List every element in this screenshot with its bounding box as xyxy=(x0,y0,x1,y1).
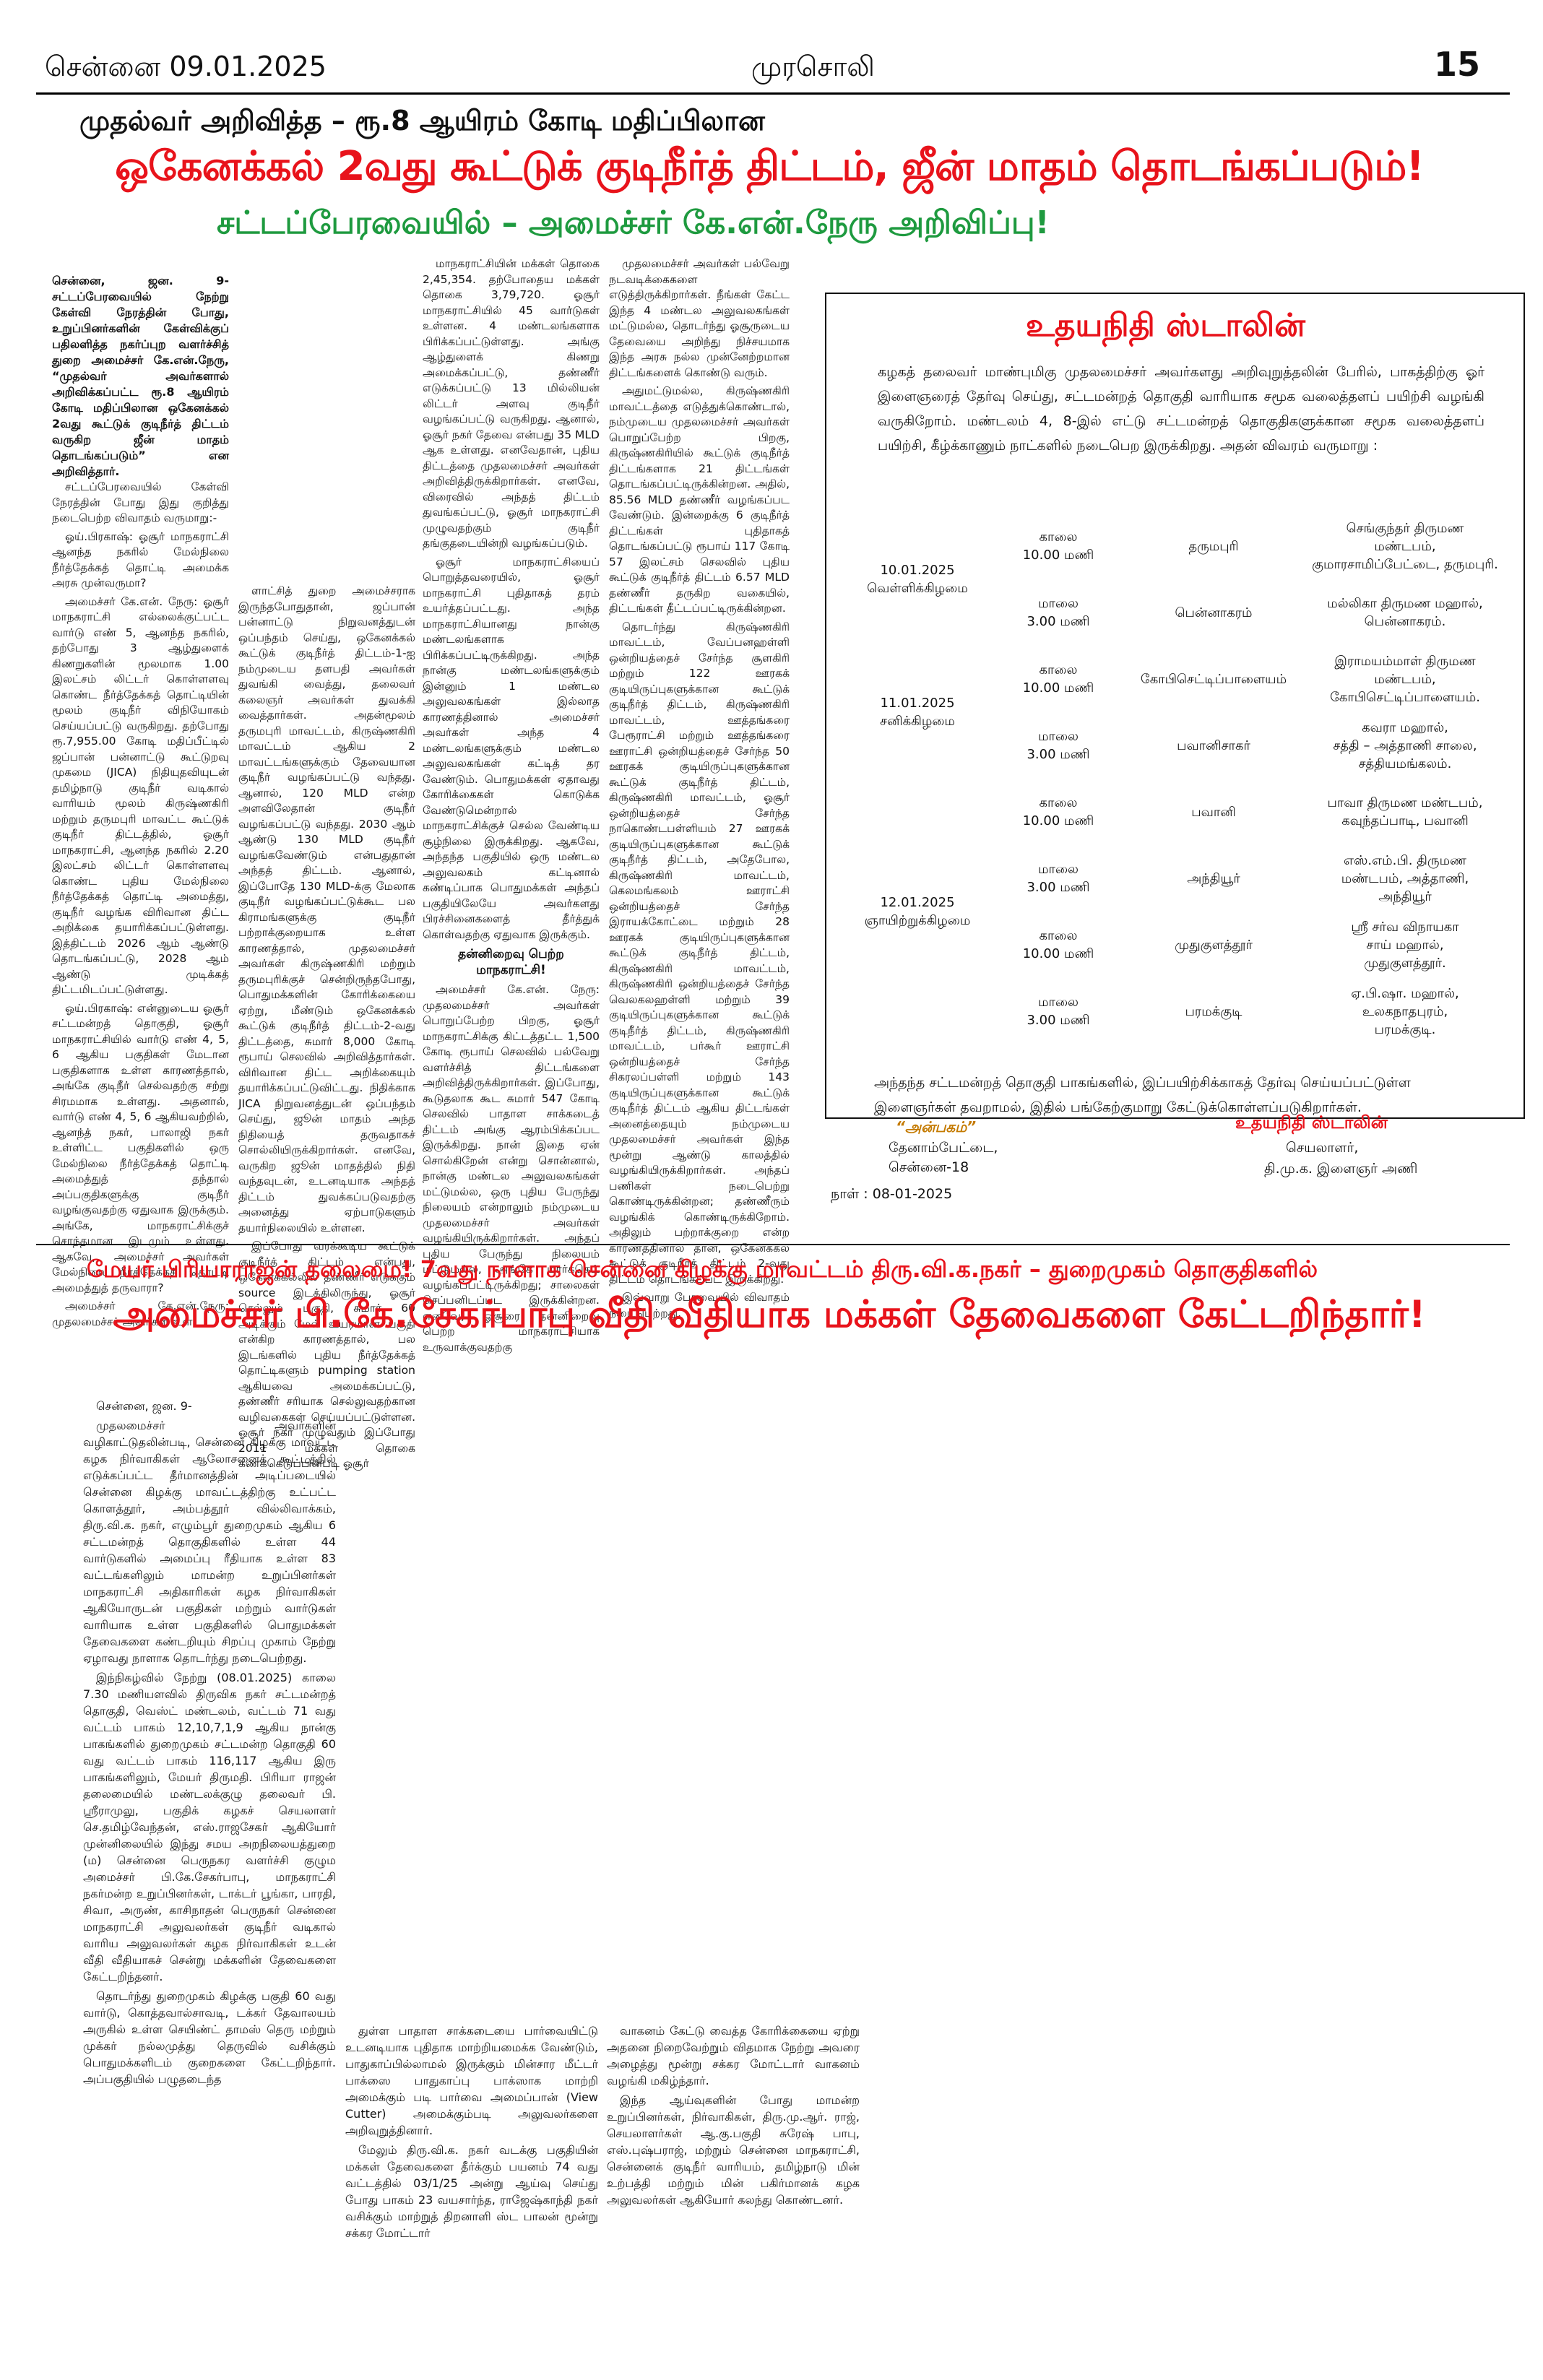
story1-subhead: சட்டப்பேரவையில் – அமைச்சர் கே.என்.நேரு அ… xyxy=(217,204,1050,241)
paragraph: அமைச்சர் கே.என். நேரு: ஓசூர் மாநகராட்சி … xyxy=(52,594,229,997)
story1-column-1: சென்னை, ஜன. 9- சட்டப்பேரவையில் நேற்று கே… xyxy=(52,273,229,1333)
schedule-date: 12.01.2025 xyxy=(880,895,955,910)
paragraph: இந்த ஆய்வுகளின் போது மாமன்ற உறுப்பினர்கள… xyxy=(607,2093,860,2207)
header-masthead: முரசொலி xyxy=(751,51,875,82)
paragraph: வாகனம் கேட்டு வைத்த கோரிக்கையை ஏற்று அதன… xyxy=(607,2024,860,2087)
schedule-date-cell: 11.01.2025 சனிக்கிழமை xyxy=(842,646,993,779)
schedule-constituency: கோபிசெட்டிப்பாளையம் xyxy=(1140,671,1287,687)
schedule-constituency: தருமபுரி xyxy=(1188,538,1239,554)
schedule-day: ஞாயிற்றுக்கிழமை xyxy=(864,913,971,928)
story1-column-4: முதலமைச்சர் அவர்கள் பல்வேறு நடவடிக்கைகளை… xyxy=(609,256,790,1324)
paragraph: மாநகராட்சியின் மக்கள் தொகை 2,45,354. தற்… xyxy=(423,257,600,550)
header-rule xyxy=(36,92,1510,95)
schedule-time: மாலை3.00 மணி xyxy=(1026,862,1090,895)
paragraph: இந்நிகழ்வில் நேற்று (08.01.2025) காலை 7.… xyxy=(83,1671,336,1983)
schedule-time: காலை10.00 மணி xyxy=(1022,662,1094,696)
schedule-constituency: பவானிசாகர் xyxy=(1177,737,1250,753)
story1-kicker: முதல்வர் அறிவித்த – ரூ.8 ஆயிரம் கோடி மதி… xyxy=(79,105,765,137)
schedule-time: காலை10.00 மணி xyxy=(1022,795,1094,828)
paragraph: முதலமைச்சர் அவர்கள் பல்வேறு நடவடிக்கைகளை… xyxy=(609,257,790,379)
paragraph: ளாட்சித் துறை அமைச்சராக இருந்தபோதுதான், … xyxy=(238,584,415,1234)
section-rule xyxy=(36,1244,1510,1245)
schedule-constituency: பவானி xyxy=(1191,804,1236,820)
signatory-name: உதயநிதி ஸ்டாலின் xyxy=(1235,1112,1388,1133)
paragraph: அதுமட்டுமல்ல, கிருஷ்ணகிரி மாவட்டத்தை எடு… xyxy=(609,384,790,615)
paragraph: முதலமைச்சர் அவர்களின் வழிகாட்டுதலின்படி,… xyxy=(83,1419,336,1665)
paragraph: இப்போது வரக்கூடிய கூட்டுக் குடிநீர்த் தி… xyxy=(238,1239,415,1470)
schedule-day: வெள்ளிக்கிழமை xyxy=(867,581,968,596)
schedule-constituency: பென்னாகரம் xyxy=(1175,605,1253,620)
sender-address-1: தேனாம்பேட்டை, xyxy=(889,1140,998,1156)
announcement-title: உதயநிதி ஸ்டாலின் xyxy=(1026,307,1305,344)
signatory-title-2: தி.மு.க. இளைஞர் அணி xyxy=(1264,1161,1418,1177)
announcement-footer: அந்தந்த சட்டமன்றத் தொகுதி பாகங்களில், இப… xyxy=(874,1075,1411,1115)
schedule-time: மாலை3.00 மணி xyxy=(1026,995,1090,1028)
sender-address-2: சென்னை-18 xyxy=(889,1159,969,1175)
story2-column-1: சென்னை, ஜன. 9- முதலமைச்சர் அவர்களின் வழி… xyxy=(83,1398,336,2090)
schedule-venue: ஏ.பி.ஷா. மஹால்,உலகநாதபுரம்,பரமக்குடி. xyxy=(1351,985,1459,1037)
story1-lead: சென்னை, ஜன. 9- சட்டப்பேரவையில் நேற்று கே… xyxy=(52,274,229,478)
story2-kicker: மேயர் பிரியாராஜன் தலைமை! 7வது நாளாக சென்… xyxy=(87,1255,1318,1283)
story1-column-2: ளாட்சித் துறை அமைச்சராக இருந்தபோதுதான், … xyxy=(238,584,415,1475)
paragraph: ஓய்.பிரகாஷ்: ஓசூர் மாநகராட்சி ஆனந்த நகரி… xyxy=(52,529,229,590)
story2-column-3: வாகனம் கேட்டு வைத்த கோரிக்கையை ஏற்று அதன… xyxy=(607,2022,860,2211)
schedule-date: 11.01.2025 xyxy=(880,696,955,711)
schedule-venue: மல்லிகா திருமண மஹால்,பென்னாகரம். xyxy=(1327,596,1483,629)
schedule-time: மாலை3.00 மணி xyxy=(1026,596,1090,629)
header-date: சென்னை 09.01.2025 xyxy=(45,51,327,82)
announcement-box xyxy=(825,293,1525,1119)
paragraph: இவ்வாறு பேரவையில் விவாதம் நடைபெற்றது. xyxy=(609,1291,790,1320)
schedule-table: 10.01.2025 வெள்ளிக்கிழமை காலை10.00 மணி த… xyxy=(842,513,1506,1044)
paragraph: ஓசூர் மாநகராட்சியைப் பொறுத்தவரையில், ஓசூ… xyxy=(423,555,600,941)
schedule-time: காலை10.00 மணி xyxy=(1022,529,1094,563)
schedule-time: காலை10.00 மணி xyxy=(1022,928,1094,961)
schedule-constituency: பரமக்குடி xyxy=(1185,1003,1242,1019)
paragraph: அமைச்சர் கே.என். நேரு: முதலமைச்சர் அவர்க… xyxy=(423,983,600,1354)
schedule-constituency: அந்தியூர் xyxy=(1187,870,1240,886)
paragraph: சென்னை, ஜன. 9- xyxy=(96,1399,192,1413)
story1-column-3: மாநகராட்சியின் மக்கள் தொகை 2,45,354. தற்… xyxy=(423,256,600,1358)
announcement-intro: கழகத் தலைவர் மாண்புமிகு முதலமைச்சர் அவர்… xyxy=(878,364,1484,454)
story2-headline: அமைச்சர் பி.கே.சேகர்பாபு வீதி வீதியாக மக… xyxy=(113,1293,1426,1336)
schedule-venue: பாவா திருமண மண்டபம்,கவுந்தப்பாடி, பவானி xyxy=(1327,795,1483,828)
schedule-date-cell: 12.01.2025 ஞாயிற்றுக்கிழமை xyxy=(842,779,993,1044)
schedule-constituency: முதுகுளத்தூர் xyxy=(1175,937,1253,953)
page-number: 15 xyxy=(1434,45,1481,84)
paragraph: துள்ள பாதாள சாக்கடையை பார்வையிட்டு உடனடி… xyxy=(345,2024,598,2137)
story1-headline: ஒகேனக்கல் 2வது கூட்டுக் குடிநீர்த் திட்ட… xyxy=(115,143,1425,190)
signatory-title-1: செயலாளர், xyxy=(1286,1140,1359,1156)
schedule-venue: கவரா மஹால்,சத்தி – அத்தாணி சாலை,சத்தியமங… xyxy=(1333,719,1477,771)
announcement-date: நாள் : 08-01-2025 xyxy=(831,1186,953,1202)
paragraph: அமைச்சர் கே.என்.நேரு: முதலமைச்சர் அவர்கள… xyxy=(52,1299,229,1328)
sender-label: “அன்பகம்” xyxy=(896,1118,977,1135)
schedule-day: சனிக்கிழமை xyxy=(880,714,955,729)
schedule-date: 10.01.2025 xyxy=(880,563,955,578)
story1-crosshead: தன்னிறைவு பெற்ற மாநகராட்சி! xyxy=(458,947,564,977)
paragraph: ஓய்.பிரகாஷ்: என்னுடைய ஓசூர் சட்டமன்றத் த… xyxy=(52,1001,229,1294)
schedule-venue: ஸ்ரீ சர்வ விநாயகாசாய் மஹால்,முதுகுளத்தூர… xyxy=(1351,919,1459,971)
story2-column-2: துள்ள பாதாள சாக்கடையை பார்வையிட்டு உடனடி… xyxy=(345,2022,598,2244)
paragraph: தொடர்ந்து கிருஷ்ணகிரி மாவட்டம், வேப்பனஹள… xyxy=(609,620,790,1286)
schedule-date-cell: 10.01.2025 வெள்ளிக்கிழமை xyxy=(842,513,993,646)
paragraph: சட்டப்பேரவையில் கேள்வி நேரத்தின் போது இத… xyxy=(52,480,229,524)
paragraph: தொடர்ந்து துறைமுகம் கிழக்கு பகுதி 60 வது… xyxy=(83,1989,336,2086)
paragraph: மேலும் திரு.வி.க. நகர் வடக்கு பகுதியின் … xyxy=(345,2143,598,2240)
schedule-time: மாலை3.00 மணி xyxy=(1026,729,1090,762)
